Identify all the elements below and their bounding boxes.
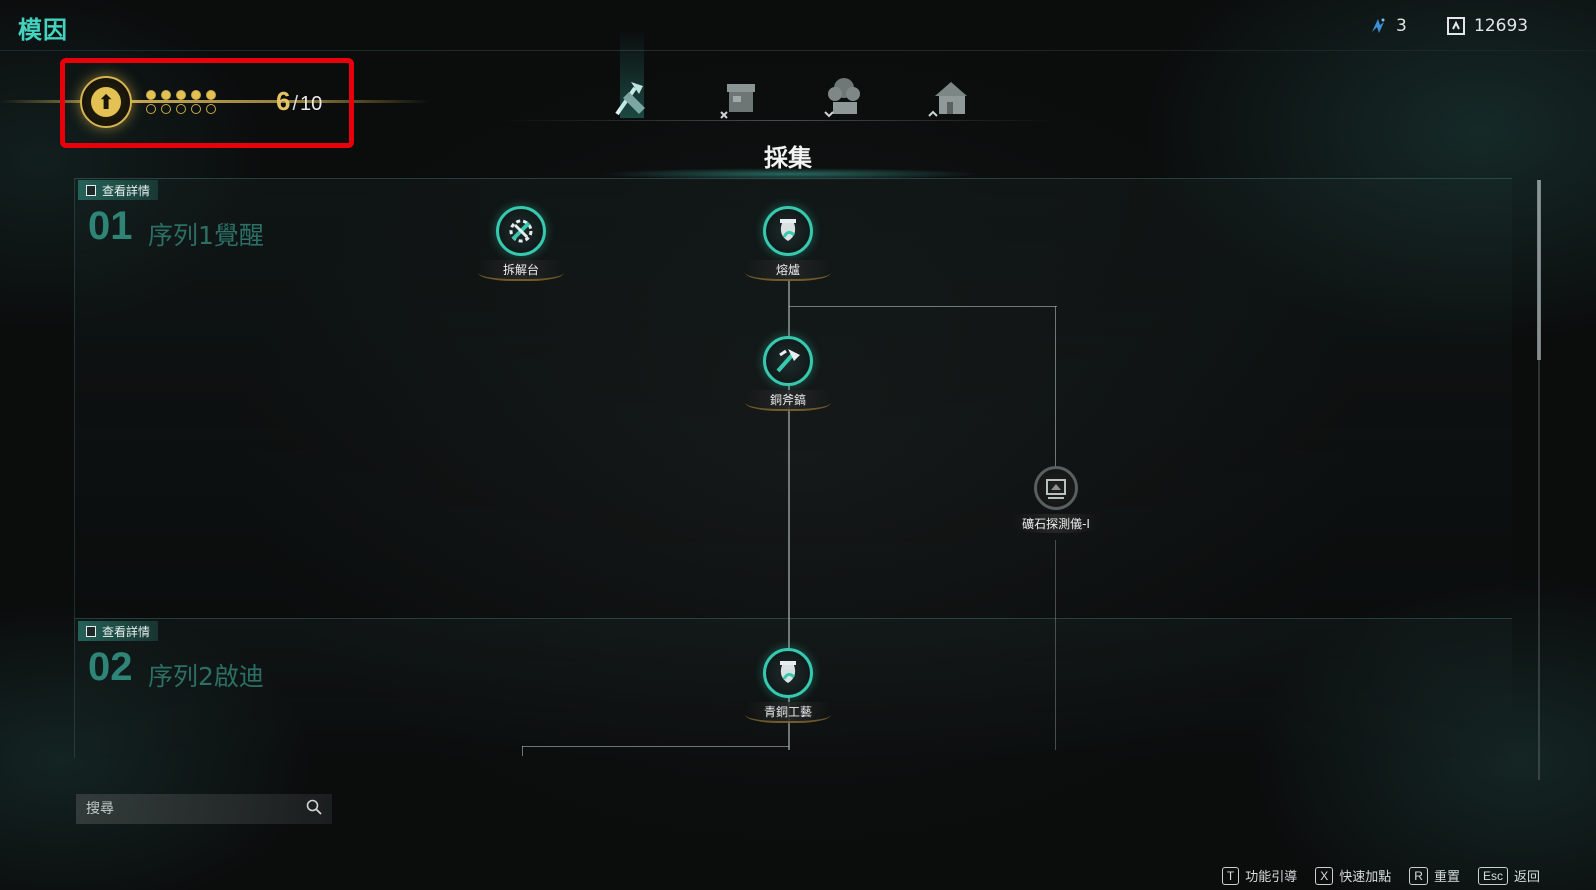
section-title: 採集 xyxy=(764,144,812,172)
search-box[interactable] xyxy=(76,794,332,824)
hotkey-key: X xyxy=(1315,866,1334,885)
tab-crafting[interactable] xyxy=(714,70,766,120)
level-pip xyxy=(146,104,156,114)
level-pips xyxy=(146,90,216,114)
crafting-workbench-category-icon xyxy=(720,84,755,119)
node-label: 礦石探測儀-I xyxy=(1012,514,1100,533)
level-separator: / xyxy=(292,93,299,115)
tree-connector xyxy=(522,746,523,756)
node-label: 青銅工藝 xyxy=(745,702,831,723)
tree-connector xyxy=(1055,306,1056,466)
level-max: 10 xyxy=(300,93,323,115)
sequence-number: 01 xyxy=(88,204,133,248)
scrollbar-track[interactable] xyxy=(1538,180,1540,780)
hotkey-label: 快速加點 xyxy=(1339,870,1392,885)
hotkey-guide[interactable]: T 功能引導 xyxy=(1221,866,1298,885)
shard-count: 3 xyxy=(1396,16,1407,36)
level-pip xyxy=(206,90,216,100)
hotkey-label: 功能引導 xyxy=(1245,870,1298,885)
level-pip xyxy=(146,90,156,100)
hotkey-bar: T 功能引導 X 快速加點 R 重置 Esc 返回 xyxy=(1221,866,1540,885)
node-ring xyxy=(496,206,546,256)
document-icon xyxy=(86,625,96,637)
tree-connector xyxy=(788,280,790,750)
tree-connector xyxy=(789,306,1057,307)
level-pip xyxy=(206,104,216,114)
node-label: 熔爐 xyxy=(745,260,831,281)
axe-pick-icon xyxy=(776,349,800,373)
highlight-box xyxy=(60,58,354,148)
meme-point-icon xyxy=(1446,16,1466,36)
hotkey-key: Esc xyxy=(1477,866,1508,885)
node-furnace[interactable]: 熔爐 xyxy=(745,206,831,281)
top-divider xyxy=(0,50,1596,51)
node-ring xyxy=(763,336,813,386)
view-details-button-02[interactable]: 查看詳情 xyxy=(78,621,159,641)
currency-shards: 3 xyxy=(1368,16,1407,36)
node-ring xyxy=(763,648,813,698)
hotkey-key: T xyxy=(1221,866,1240,885)
level-pip xyxy=(191,90,201,100)
furnace-icon xyxy=(780,219,796,241)
node-bronze-craft[interactable]: 青銅工藝 xyxy=(745,648,831,723)
level-pip xyxy=(191,104,201,114)
view-details-button-01[interactable]: 查看詳情 xyxy=(78,180,159,200)
level-pip xyxy=(161,90,171,100)
tab-building[interactable] xyxy=(922,70,974,120)
wrench-gear-icon xyxy=(509,219,533,243)
tab-planting[interactable] xyxy=(818,70,870,120)
view-details-label: 查看詳情 xyxy=(102,183,151,198)
node-ring xyxy=(1034,466,1078,510)
level-glow xyxy=(0,100,430,103)
view-details-label: 查看詳情 xyxy=(102,624,151,639)
hotkey-quick-add[interactable]: X 快速加點 xyxy=(1315,866,1391,885)
search-input[interactable] xyxy=(86,801,306,817)
level-count: 6/10 xyxy=(276,86,322,117)
point-count: 12693 xyxy=(1474,16,1529,36)
level-current: 6 xyxy=(276,86,291,116)
node-ore-detector[interactable]: 礦石探測儀-I xyxy=(1012,466,1100,533)
sequence-name: 序列1覺醒 xyxy=(148,221,264,250)
building-category-icon xyxy=(928,82,967,117)
hotkey-label: 返回 xyxy=(1513,870,1540,885)
level-pip xyxy=(176,104,186,114)
hotkey-key: R xyxy=(1409,866,1428,885)
up-arrow-icon: ⬆ xyxy=(91,87,121,117)
app-title: 模因 xyxy=(18,16,68,44)
node-ring xyxy=(763,206,813,256)
hotkey-label: 重置 xyxy=(1433,870,1460,885)
node-label: 拆解台 xyxy=(478,260,564,281)
title-glow xyxy=(600,168,980,180)
search-icon[interactable] xyxy=(306,799,322,819)
level-up-badge[interactable]: ⬆ xyxy=(80,76,132,128)
sequence-name: 序列2啟迪 xyxy=(148,662,264,691)
document-icon xyxy=(86,184,96,196)
node-copper-axe[interactable]: 銅斧鎬 xyxy=(745,336,831,411)
furnace-icon xyxy=(780,661,796,683)
currency-points: 12693 xyxy=(1446,16,1528,36)
hotkey-reset[interactable]: R 重置 xyxy=(1409,866,1460,885)
ore-detector-icon xyxy=(1046,479,1066,499)
spark-shard-icon xyxy=(1368,16,1388,36)
tree-connector xyxy=(522,746,789,747)
category-underline xyxy=(500,120,1060,121)
node-label: 銅斧鎬 xyxy=(745,390,831,411)
level-pip xyxy=(161,104,171,114)
scrollbar-thumb[interactable] xyxy=(1537,180,1541,360)
node-disassembly[interactable]: 拆解台 xyxy=(478,206,564,281)
sequence-number: 02 xyxy=(88,645,133,689)
planting-category-icon xyxy=(824,78,860,118)
tab-gathering[interactable] xyxy=(606,30,658,120)
hotkey-back[interactable]: Esc 返回 xyxy=(1477,866,1540,885)
tree-connector xyxy=(1055,540,1056,750)
level-pip xyxy=(176,90,186,100)
gathering-category-icon xyxy=(615,82,645,116)
